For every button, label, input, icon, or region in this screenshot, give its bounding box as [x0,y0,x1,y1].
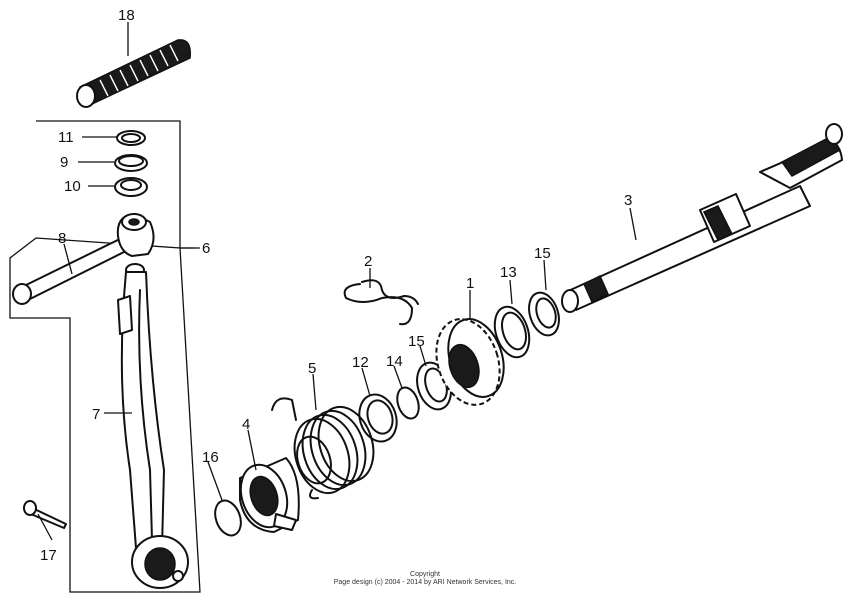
circlip-17 [214,499,242,537]
assembly-bracket [9,120,201,593]
callout-16: 17 [40,547,57,564]
wire-clip [343,279,419,326]
circlip-11 [116,130,146,146]
callout-9: 9 [60,154,68,171]
callout-5: 5 [308,360,316,377]
callout-2: 2 [364,253,372,270]
circlip-14 [396,386,420,420]
kick-rubber [76,39,191,108]
kick-arm [117,263,189,589]
callout-1: 1 [466,275,474,292]
callout-13: 13 [500,264,517,281]
callout-7: 7 [92,406,100,423]
washer-15b [528,291,560,337]
return-spring [271,397,375,500]
small-bolt [23,500,67,529]
callout-3: 3 [624,192,632,209]
copyright-line: Page design (c) 2004 - 2014 by ARI Netwo… [333,579,517,586]
callout-14: 14 [386,353,403,370]
callout-6: 6 [202,240,210,257]
callout-4: 4 [242,416,250,433]
callout-12: 12 [352,354,369,371]
callout-17: 16 [202,449,219,466]
callout-8: 8 [58,230,66,247]
copyright-title: Copyright [410,571,440,578]
ball-10 [114,177,148,197]
spring-9 [114,154,148,172]
callout-10: 10 [64,178,81,195]
callout-15-left: 15 [408,333,425,350]
gear [435,318,505,406]
spring-seat [358,393,398,443]
ratchet [239,457,300,533]
callout-11: 11 [58,129,74,146]
leader-lines [37,22,637,541]
pivot-bolt [12,213,155,305]
washer-13 [493,305,531,359]
callout-15-right: 15 [534,245,551,262]
callout-18: 18 [118,7,135,24]
callout-labels: 18 11 9 10 8 6 7 17 16 4 5 12 14 15 2 1 … [40,7,632,564]
kick-spindle [561,123,843,313]
